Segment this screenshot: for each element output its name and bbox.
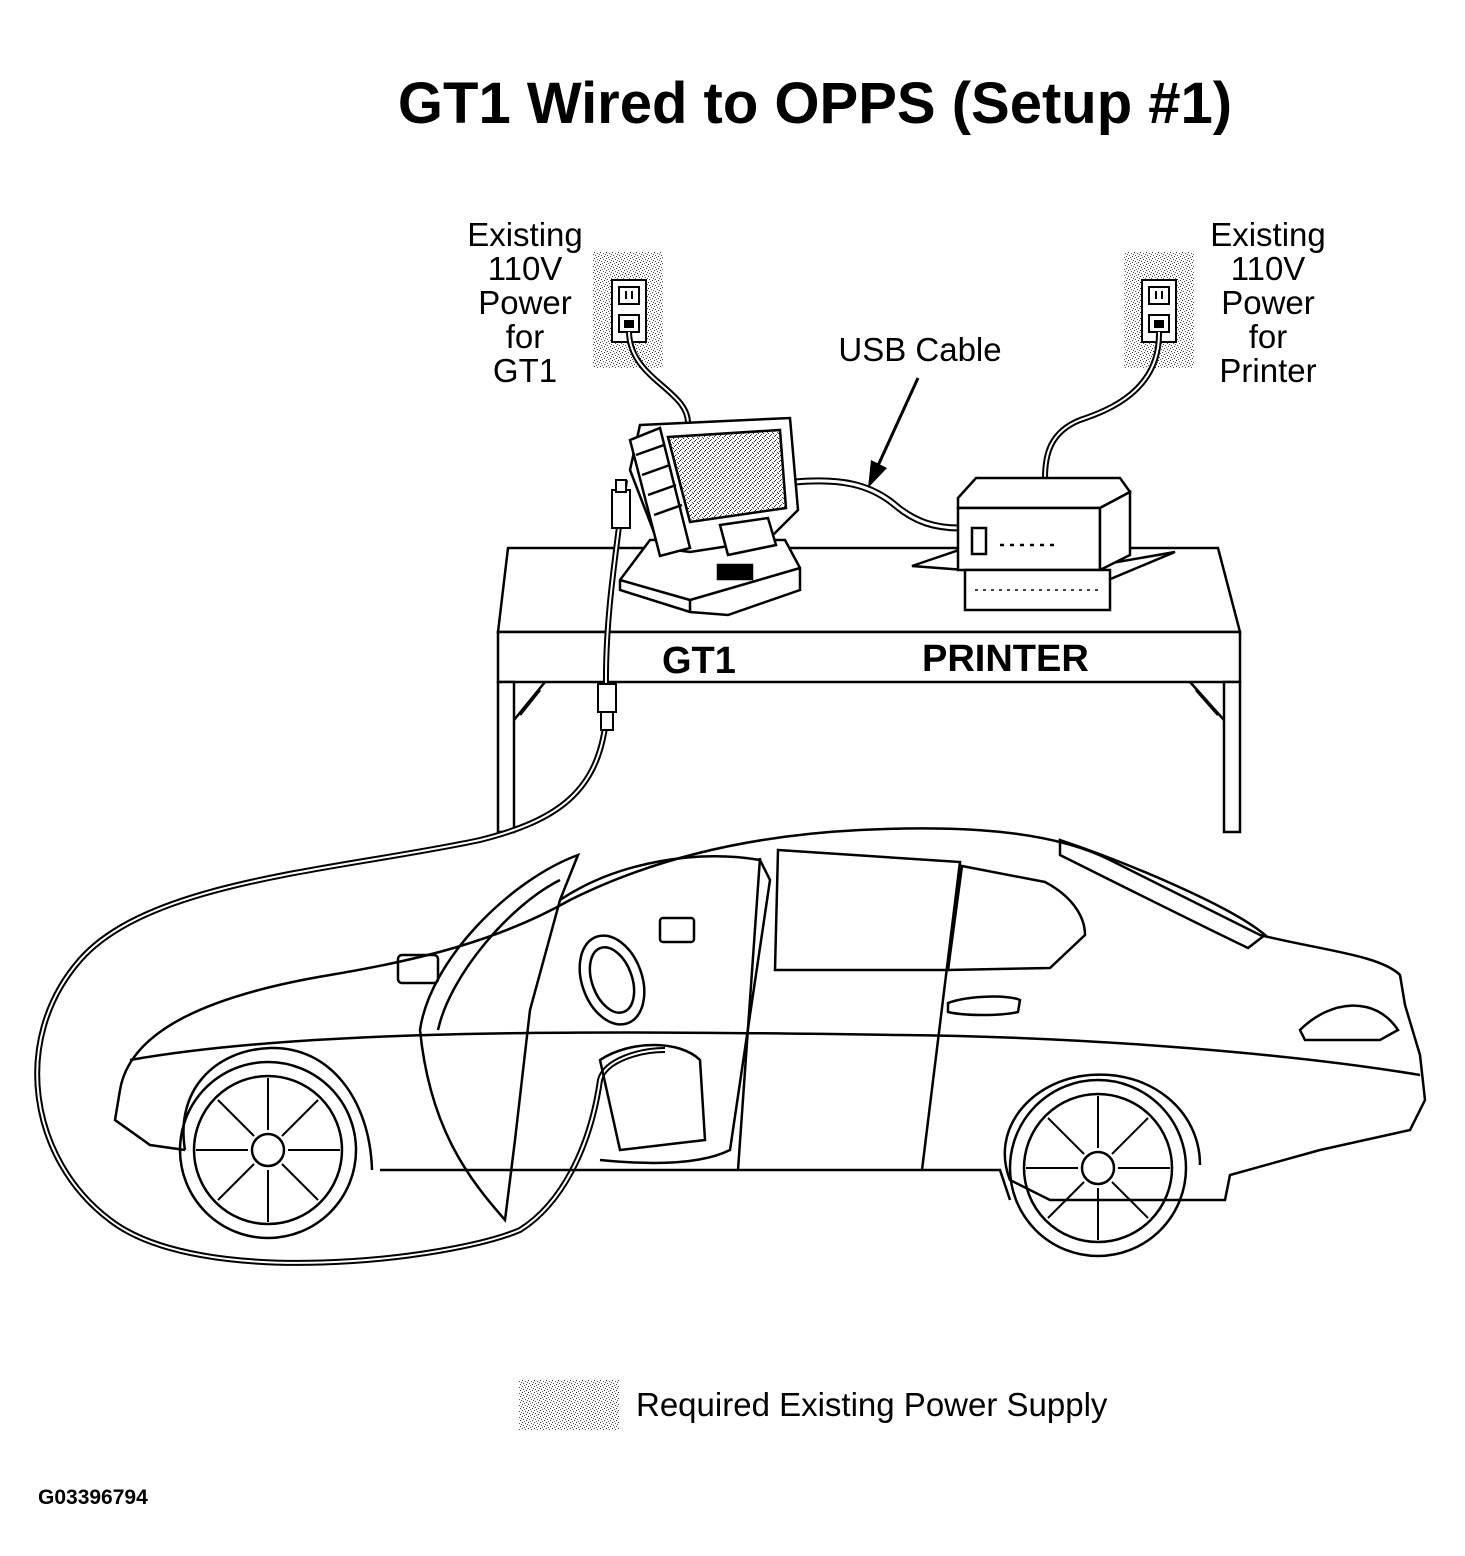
car xyxy=(113,827,1427,1258)
rear-wheel-spokes xyxy=(1026,1096,1170,1240)
gt1-device xyxy=(618,416,802,617)
power-outlet-gt1 xyxy=(593,252,663,368)
power-cord-printer xyxy=(1042,331,1163,479)
cable-connector-top xyxy=(611,479,631,529)
cable-connector-bottom xyxy=(597,683,617,731)
label-printer: PRINTER xyxy=(922,638,1089,680)
power-cord-gt1 xyxy=(626,331,692,426)
front-wheel-spokes xyxy=(196,1078,340,1222)
usb-cable xyxy=(794,477,961,532)
label-usb-cable: USB Cable xyxy=(838,331,1002,368)
usb-cable-arrow xyxy=(868,377,920,488)
label-power-gt1: Existing 110V Power for GT1 xyxy=(467,216,583,389)
figure-id: G03396794 xyxy=(38,1486,148,1509)
diagram-title: GT1 Wired to OPPS (Setup #1) xyxy=(397,71,1233,136)
label-gt1: GT1 xyxy=(662,640,736,682)
legend-swatch xyxy=(519,1380,619,1430)
printer-device xyxy=(911,476,1176,612)
legend-text: Required Existing Power Supply xyxy=(636,1386,1108,1423)
label-power-printer: Existing 110V Power for Printer xyxy=(1210,216,1326,389)
